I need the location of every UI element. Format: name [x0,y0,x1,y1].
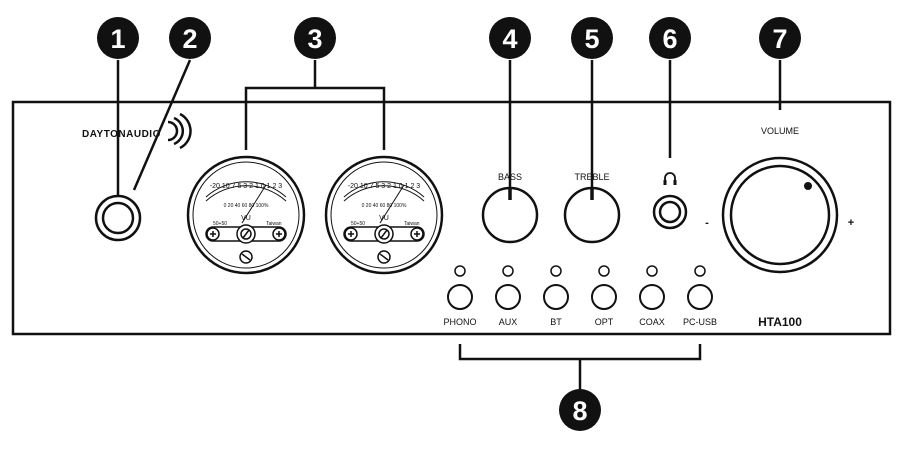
input-button[interactable] [687,284,713,310]
input-opt[interactable]: OPT [591,265,617,327]
volume-knob[interactable] [721,156,839,274]
model-name: HTA100 [758,315,802,329]
input-led [550,265,562,277]
callout-2: 2 [169,17,211,59]
callout-6: 6 [649,17,691,59]
volume-minus-label: - [705,217,709,229]
input-phono[interactable]: PHONO [443,265,477,327]
power-button[interactable] [94,194,142,242]
input-led [454,265,466,277]
callout-3: 3 [294,17,336,59]
vu-meter-right: -20 10 7 5 3 2 1 0 1 2 3 0 20 40 60 80 1… [324,155,444,275]
treble-knob[interactable] [563,186,621,244]
brand-logo: DAYTONAUDIO [82,112,192,150]
input-pc-usb[interactable]: PC-USB [683,265,717,327]
svg-text:PHONO: PHONO [443,317,476,327]
svg-text:OPT: OPT [595,317,614,327]
svg-text:0 20 40 60 80 100%: 0 20 40 60 80 100% [362,203,407,209]
svg-text:Taiwan: Taiwan [404,221,420,227]
svg-text:PC-USB: PC-USB [683,317,717,327]
leader-bracket-8 [458,344,702,361]
input-button[interactable] [495,284,521,310]
svg-text:3: 3 [307,24,322,54]
input-led [502,265,514,277]
callout-4: 4 [489,17,531,59]
svg-text:BT: BT [550,317,562,327]
svg-text:0 20 40 60 80 100%: 0 20 40 60 80 100% [224,203,269,209]
input-button[interactable] [543,284,569,310]
callout-1: 1 [97,17,139,59]
svg-text:1: 1 [110,24,125,54]
svg-text:8: 8 [572,396,587,426]
volume-label: VOLUME [761,126,799,136]
vu-needle [379,184,405,224]
svg-text:6: 6 [662,24,677,54]
svg-text:Taiwan: Taiwan [266,221,282,227]
input-led [646,265,658,277]
vu-meter-left: -20 10 7 5 3 2 1 0 1 2 3 0 20 40 60 80 1… [186,155,306,275]
bass-knob[interactable] [481,186,539,244]
input-button[interactable] [639,284,665,310]
leader-line-2 [132,59,192,191]
svg-text:5: 5 [584,24,599,54]
svg-text:50+50: 50+50 [213,221,227,227]
svg-text:50+50: 50+50 [351,221,365,227]
headphone-jack[interactable] [652,194,688,230]
input-coax[interactable]: COAX [639,265,665,327]
svg-text:-20 10 7 5 3 2 1 0 1 2 3: -20 10 7 5 3 2 1 0 1 2 3 [210,183,282,190]
svg-text:AUX: AUX [499,317,518,327]
bass-label: BASS [498,172,522,182]
input-led [694,265,706,277]
svg-text:VU: VU [241,215,251,222]
input-button[interactable] [591,284,617,310]
logo-arc-icon [167,120,179,142]
input-led [598,265,610,277]
vu-needle [241,184,267,224]
logo-arc-icon [173,116,184,146]
callout-7: 7 [759,17,801,59]
headphone-icon [663,172,677,185]
logo-arc-icon [179,112,192,150]
svg-text:-20 10 7 5 3 2 1 0 1 2 3: -20 10 7 5 3 2 1 0 1 2 3 [348,183,420,190]
input-button[interactable] [447,284,473,310]
treble-label: TREBLE [574,172,609,182]
svg-text:DAYTONAUDIO: DAYTONAUDIO [82,129,161,140]
svg-text:7: 7 [772,24,787,54]
input-aux[interactable]: AUX [495,265,521,327]
input-bt[interactable]: BT [543,265,569,327]
svg-text:VU: VU [379,215,389,222]
volume-plus-label: + [848,217,854,229]
volume-indicator-dot [804,182,812,190]
svg-text:4: 4 [502,24,517,54]
callout-5: 5 [571,17,613,59]
svg-text:COAX: COAX [639,317,665,327]
callout-8: 8 [559,389,601,431]
svg-text:2: 2 [182,24,197,54]
